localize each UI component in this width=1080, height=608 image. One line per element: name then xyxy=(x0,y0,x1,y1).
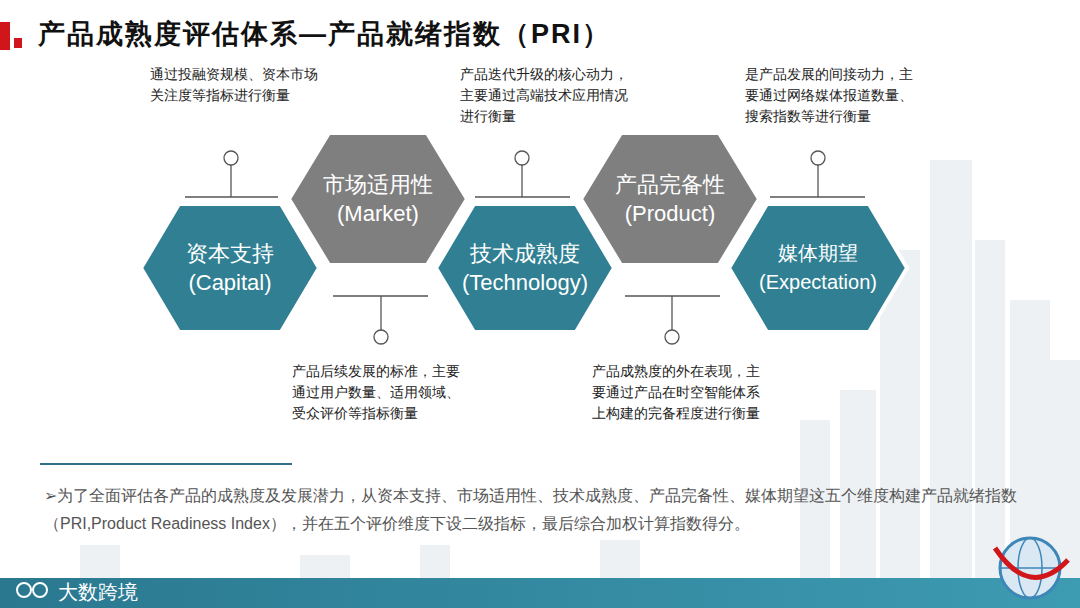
dimension-name: 资本支持 xyxy=(186,239,274,268)
building xyxy=(840,390,876,580)
leader-dot xyxy=(665,330,679,344)
hexagon-node: 资本支持(Capital) xyxy=(141,204,319,332)
hexagon-shape xyxy=(729,204,907,332)
building xyxy=(80,545,120,580)
dimension-name: 技术成熟度 xyxy=(470,239,580,268)
dimension-name: 媒体期望 xyxy=(778,239,858,268)
leader-line xyxy=(817,165,818,197)
logo-ring xyxy=(33,583,47,597)
building xyxy=(300,555,350,580)
hexagon-node: 产品完备性(Product) xyxy=(581,133,759,265)
leader-dot xyxy=(224,151,238,165)
hexagon-shape xyxy=(289,133,467,265)
hexagon-text: 媒体期望(Expectation) xyxy=(729,204,907,332)
globe-logo xyxy=(995,538,1068,598)
divider xyxy=(40,463,292,465)
hexagon-text: 技术成熟度(Technology) xyxy=(436,204,614,332)
building xyxy=(1050,360,1080,580)
hexagon xyxy=(141,204,319,332)
annotation: 产品后续发展的标准，主要通过用户数量、适用领域、受众评价等指标衡量 xyxy=(292,361,460,424)
hexagon-text: 资本支持(Capital) xyxy=(141,204,319,332)
leader-line xyxy=(380,296,381,330)
hexagon xyxy=(289,133,467,265)
globe-swoosh xyxy=(995,548,1068,577)
leader-line xyxy=(671,296,672,330)
annotation: 产品迭代升级的核心动力，主要通过高端技术应用情况进行衡量 xyxy=(460,64,630,127)
hexagon-text: 产品完备性(Product) xyxy=(581,133,759,265)
title: 产品成熟度评估体系—产品就绪指数（PRI） xyxy=(38,16,611,52)
leader-line xyxy=(521,165,522,197)
dimension-english: (Capital) xyxy=(188,268,271,297)
leader-dot xyxy=(515,151,529,165)
title-bar xyxy=(0,22,10,50)
logo-mark xyxy=(17,583,47,597)
hexagon-node: 媒体期望(Expectation) xyxy=(729,204,907,332)
dimension-english: (Technology) xyxy=(462,268,588,297)
leader-dot xyxy=(811,151,825,165)
hexagon-text: 市场适用性(Market) xyxy=(289,133,467,265)
annotation: 是产品发展的间接动力，主要通过网络媒体报道数量、搜索指数等进行衡量 xyxy=(745,64,913,127)
leader-line xyxy=(230,165,231,197)
hexagon xyxy=(436,204,614,332)
dimension-name: 产品完备性 xyxy=(615,170,725,199)
logo-text: 大数跨境 xyxy=(58,578,138,606)
hexagon xyxy=(729,204,907,332)
hexagon-node: 技术成熟度(Technology) xyxy=(436,204,614,332)
footer-band xyxy=(0,578,1080,608)
dimension-english: (Product) xyxy=(625,199,715,228)
logo-ring xyxy=(17,583,31,597)
annotation: 产品成熟度的外在表现，主要通过产品在时空智能体系上构建的完备程度进行衡量 xyxy=(592,361,760,424)
dimension-english: (Market) xyxy=(337,199,419,228)
hexagon-shape xyxy=(436,204,614,332)
annotation: 通过投融资规模、资本市场关注度等指标进行衡量 xyxy=(150,64,320,106)
title-mark xyxy=(14,38,22,48)
building xyxy=(930,160,972,580)
hexagon-node: 市场适用性(Market) xyxy=(289,133,467,265)
hexagon-shape xyxy=(141,204,319,332)
building xyxy=(420,545,450,580)
dimension-english: (Expectation) xyxy=(759,268,877,297)
hexagon-shape xyxy=(581,133,759,265)
building xyxy=(975,240,1005,580)
building xyxy=(600,540,640,580)
caption: ➢为了全面评估各产品的成熟度及发展潜力，从资本支持、市场适用性、技术成熟度、产品… xyxy=(44,482,1034,538)
dimension-name: 市场适用性 xyxy=(323,170,433,199)
hexagon xyxy=(581,133,759,265)
leader-dot xyxy=(374,330,388,344)
